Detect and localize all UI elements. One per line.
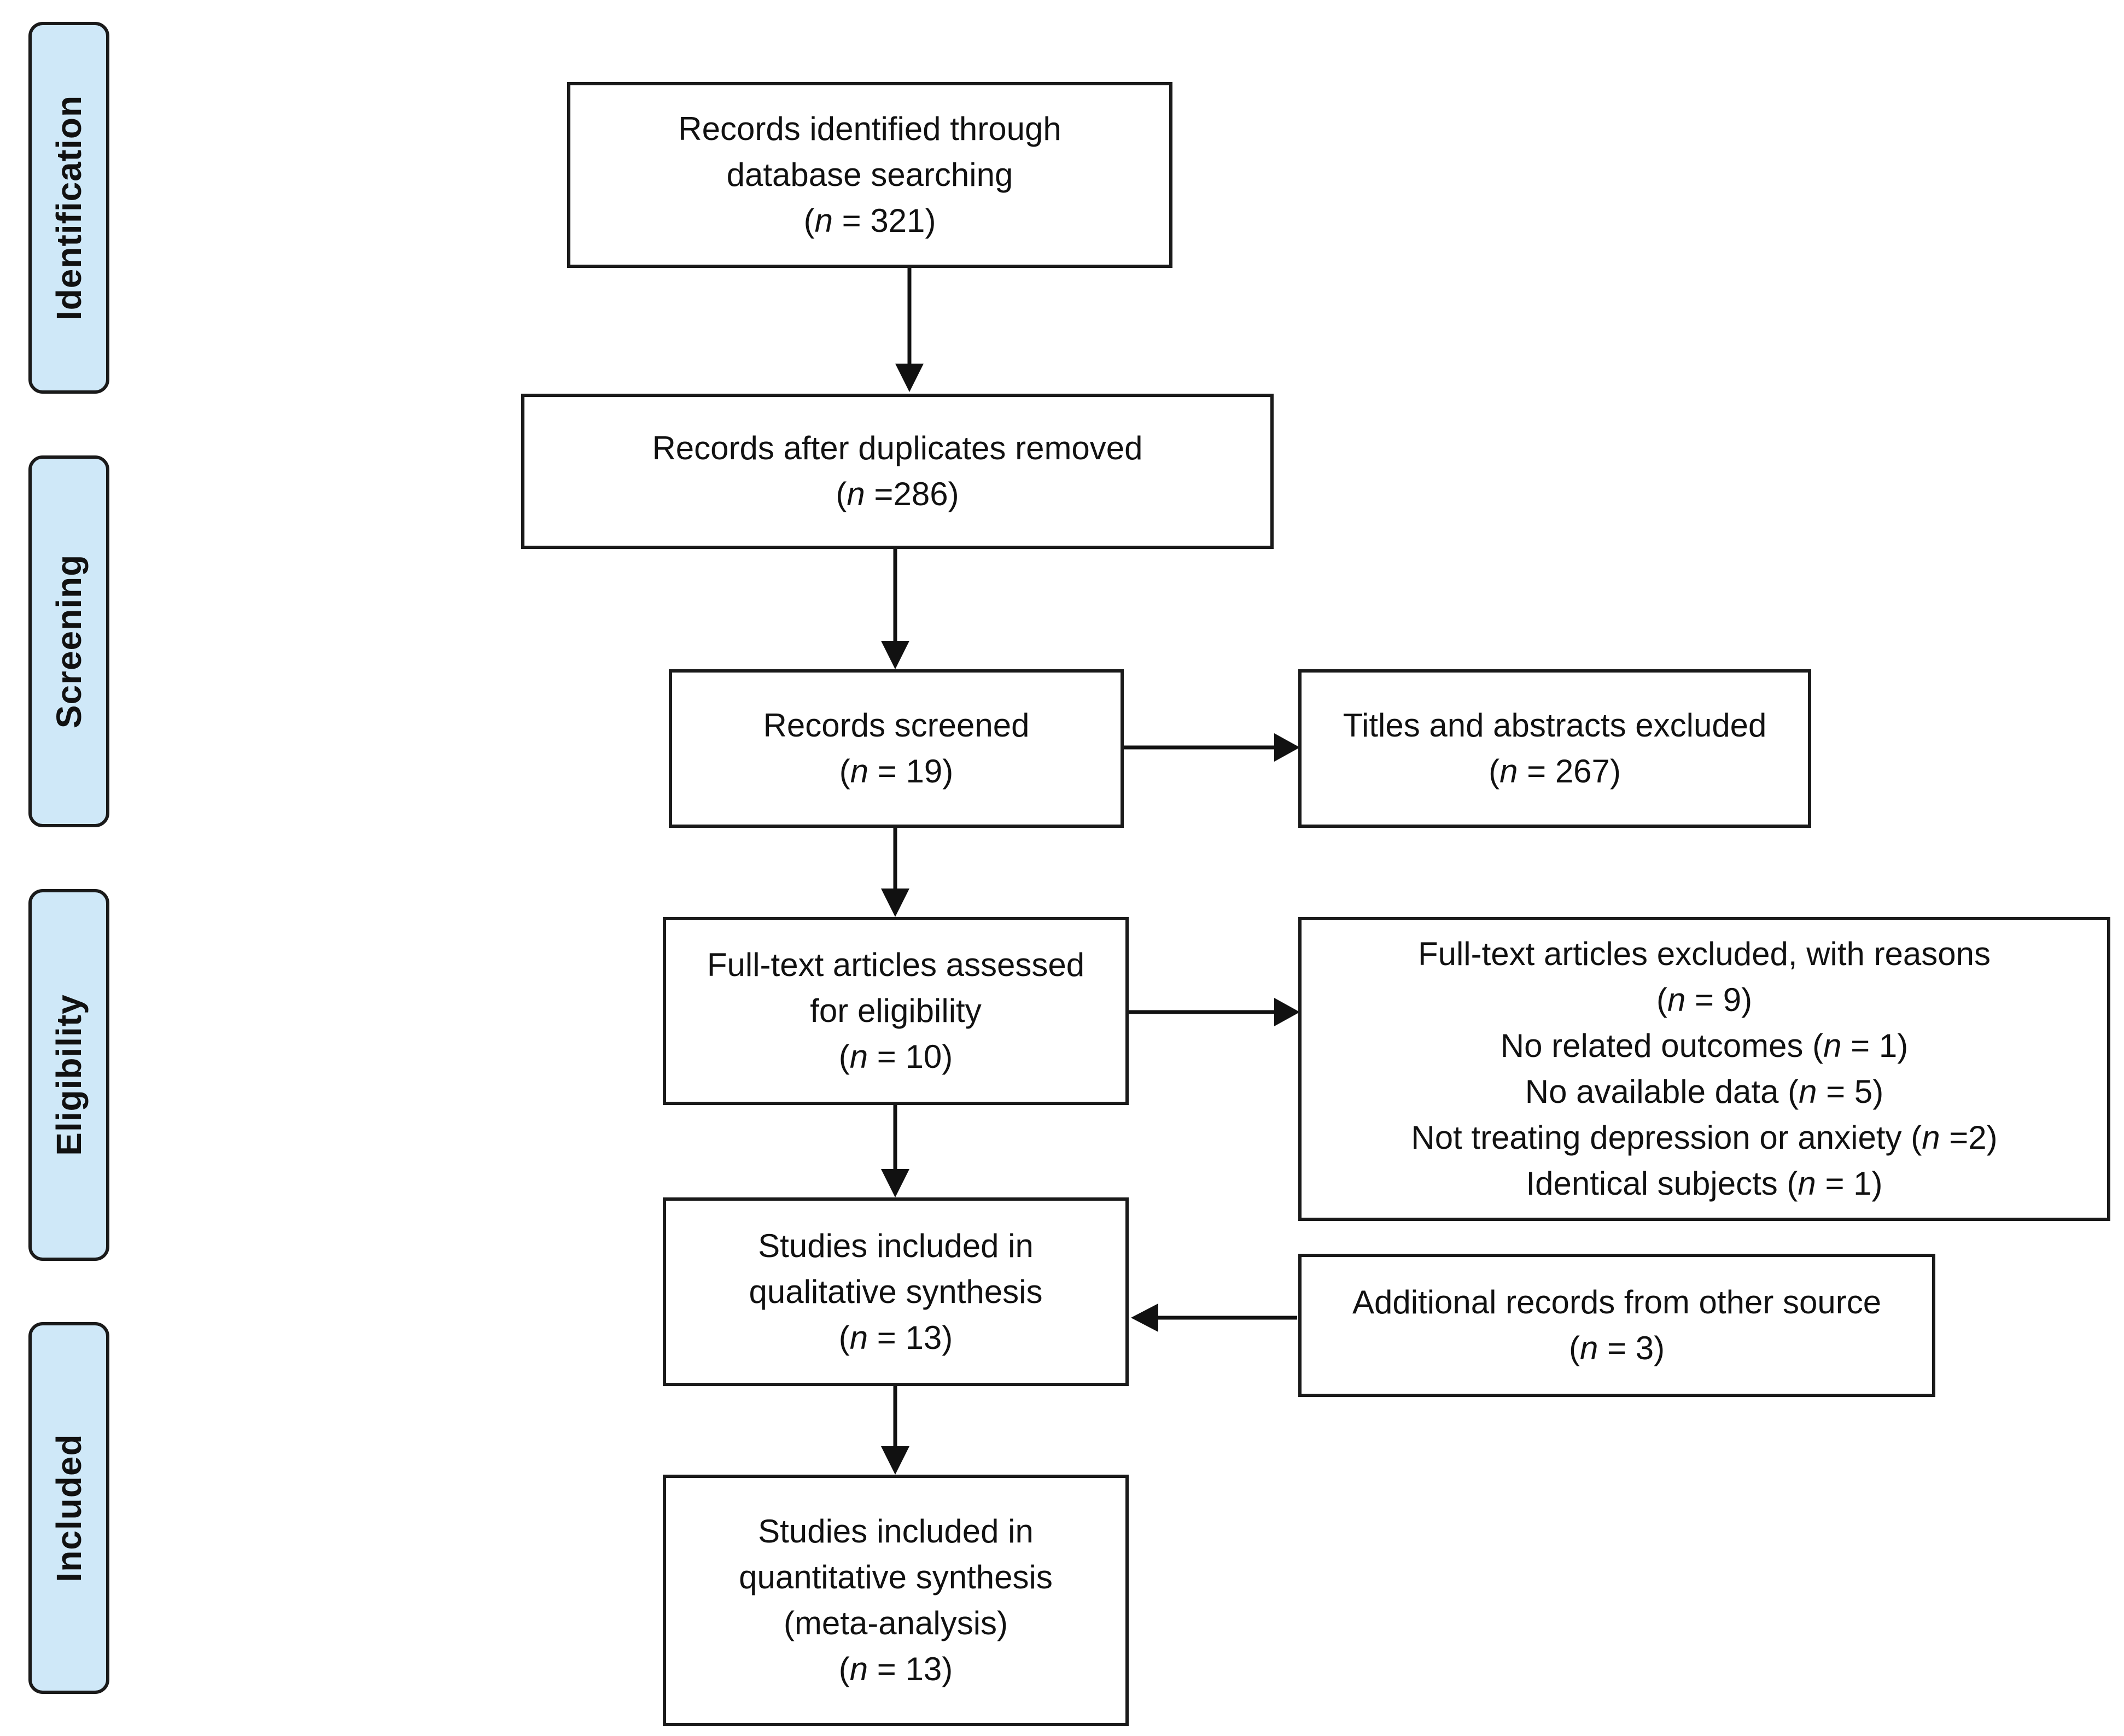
titles-excluded-count: (n = 267) bbox=[1489, 753, 1621, 790]
exclusion-reason: No available data (n = 5) bbox=[1525, 1073, 1884, 1110]
count-variable: n bbox=[1667, 981, 1686, 1018]
arrowhead-screened bbox=[881, 641, 909, 669]
count-value: = 9 bbox=[1685, 981, 1742, 1018]
phase-identification: Identification bbox=[28, 22, 109, 394]
phase-included-label: Included bbox=[49, 1434, 89, 1582]
count-value: = 5 bbox=[1817, 1073, 1873, 1110]
box-fulltext-assessed: Full-text articles assessed for eligibil… bbox=[663, 917, 1129, 1105]
box-qualitative-synthesis: Studies included in qualitative synthesi… bbox=[663, 1197, 1129, 1386]
arrowhead-duplicates bbox=[895, 364, 924, 392]
count-value: = 267 bbox=[1518, 753, 1610, 790]
count-variable: n bbox=[849, 1038, 868, 1075]
phase-eligibility: Eligibility bbox=[28, 889, 109, 1261]
records-identified-line-1: Records identified through bbox=[678, 110, 1061, 147]
box-quantitative-synthesis: Studies included in quantitative synthes… bbox=[663, 1475, 1129, 1726]
arrowhead-quantitative bbox=[881, 1446, 909, 1475]
count-value: =2 bbox=[1940, 1119, 1987, 1156]
count-value: =286 bbox=[865, 476, 948, 512]
count-variable: n bbox=[850, 753, 869, 790]
count-variable: n bbox=[849, 1651, 868, 1687]
phase-screening: Screening bbox=[28, 455, 109, 827]
quantitative-line-1: Studies included in bbox=[758, 1513, 1034, 1550]
additional-records-line-1: Additional records from other source bbox=[1352, 1284, 1882, 1320]
fulltext-assessed-line-1: Full-text articles assessed bbox=[707, 946, 1085, 983]
fulltext-assessed-line-2: for eligibility bbox=[810, 992, 982, 1029]
records-screened-line-1: Records screened bbox=[763, 707, 1030, 744]
reason-text: No related outcomes bbox=[1500, 1027, 1804, 1064]
count-value: = 13 bbox=[868, 1651, 942, 1687]
count-value: = 13 bbox=[868, 1319, 942, 1356]
fulltext-excluded-title: Full-text articles excluded, with reason… bbox=[1417, 936, 1991, 972]
quantitative-count: (n = 13) bbox=[838, 1651, 953, 1687]
reason-text: Not treating depression or anxiety bbox=[1411, 1119, 1902, 1156]
phase-eligibility-label: Eligibility bbox=[49, 994, 89, 1156]
count-variable: n bbox=[847, 476, 865, 512]
after-duplicates-count: (n =286) bbox=[836, 476, 959, 512]
count-value: = 19 bbox=[868, 753, 943, 790]
exclusion-reason: Not treating depression or anxiety (n =2… bbox=[1411, 1119, 1998, 1156]
fulltext-excluded-count: (n = 9) bbox=[1656, 981, 1753, 1018]
arrowhead-titles-excluded bbox=[1274, 733, 1300, 762]
box-after-duplicates: Records after duplicates removed (n =286… bbox=[521, 394, 1274, 549]
count-variable: n bbox=[814, 202, 833, 239]
count-value: = 1 bbox=[1816, 1165, 1872, 1202]
box-fulltext-excluded: Full-text articles excluded, with reason… bbox=[1298, 917, 2110, 1221]
qualitative-count: (n = 13) bbox=[838, 1319, 953, 1356]
count-variable: n bbox=[1579, 1330, 1598, 1366]
reason-text: No available data bbox=[1525, 1073, 1779, 1110]
arrowhead-additional bbox=[1131, 1304, 1158, 1332]
titles-excluded-line-1: Titles and abstracts excluded bbox=[1343, 707, 1767, 744]
count-variable: n bbox=[849, 1319, 868, 1356]
count-variable: n bbox=[1922, 1119, 1940, 1156]
exclusion-reason: Identical subjects (n = 1) bbox=[1526, 1165, 1883, 1202]
records-identified-count: (n = 321) bbox=[803, 202, 936, 239]
records-identified-line-2: database searching bbox=[726, 156, 1013, 193]
box-titles-excluded: Titles and abstracts excluded (n = 267) bbox=[1298, 669, 1811, 828]
box-records-identified: Records identified through database sear… bbox=[567, 82, 1172, 268]
quantitative-line-3: (meta-analysis) bbox=[783, 1605, 1008, 1641]
box-records-screened: Records screened (n = 19) bbox=[669, 669, 1124, 828]
count-value: = 3 bbox=[1598, 1330, 1654, 1366]
count-value: = 321 bbox=[832, 202, 925, 239]
phase-screening-label: Screening bbox=[49, 554, 89, 729]
qualitative-line-2: qualitative synthesis bbox=[749, 1273, 1043, 1310]
arrowhead-qualitative bbox=[881, 1169, 909, 1197]
count-value: = 10 bbox=[868, 1038, 942, 1075]
arrowhead-fulltext-excluded bbox=[1274, 998, 1300, 1026]
count-value: = 1 bbox=[1841, 1027, 1898, 1064]
arrowhead-assessed bbox=[881, 889, 909, 917]
records-screened-count: (n = 19) bbox=[839, 753, 954, 790]
phase-identification-label: Identification bbox=[49, 95, 89, 321]
count-variable: n bbox=[1499, 753, 1518, 790]
count-variable: n bbox=[1799, 1073, 1817, 1110]
quantitative-line-2: quantitative synthesis bbox=[739, 1559, 1053, 1595]
fulltext-assessed-count: (n = 10) bbox=[838, 1038, 953, 1075]
box-additional-records: Additional records from other source (n … bbox=[1298, 1254, 1935, 1397]
phase-included: Included bbox=[28, 1322, 109, 1694]
exclusion-reason: No related outcomes (n = 1) bbox=[1500, 1027, 1909, 1064]
reason-text: Identical subjects bbox=[1526, 1165, 1778, 1202]
count-variable: n bbox=[1798, 1165, 1816, 1202]
after-duplicates-line-1: Records after duplicates removed bbox=[652, 430, 1143, 466]
additional-records-count: (n = 3) bbox=[1568, 1330, 1665, 1366]
qualitative-line-1: Studies included in bbox=[758, 1227, 1034, 1264]
count-variable: n bbox=[1823, 1027, 1842, 1064]
